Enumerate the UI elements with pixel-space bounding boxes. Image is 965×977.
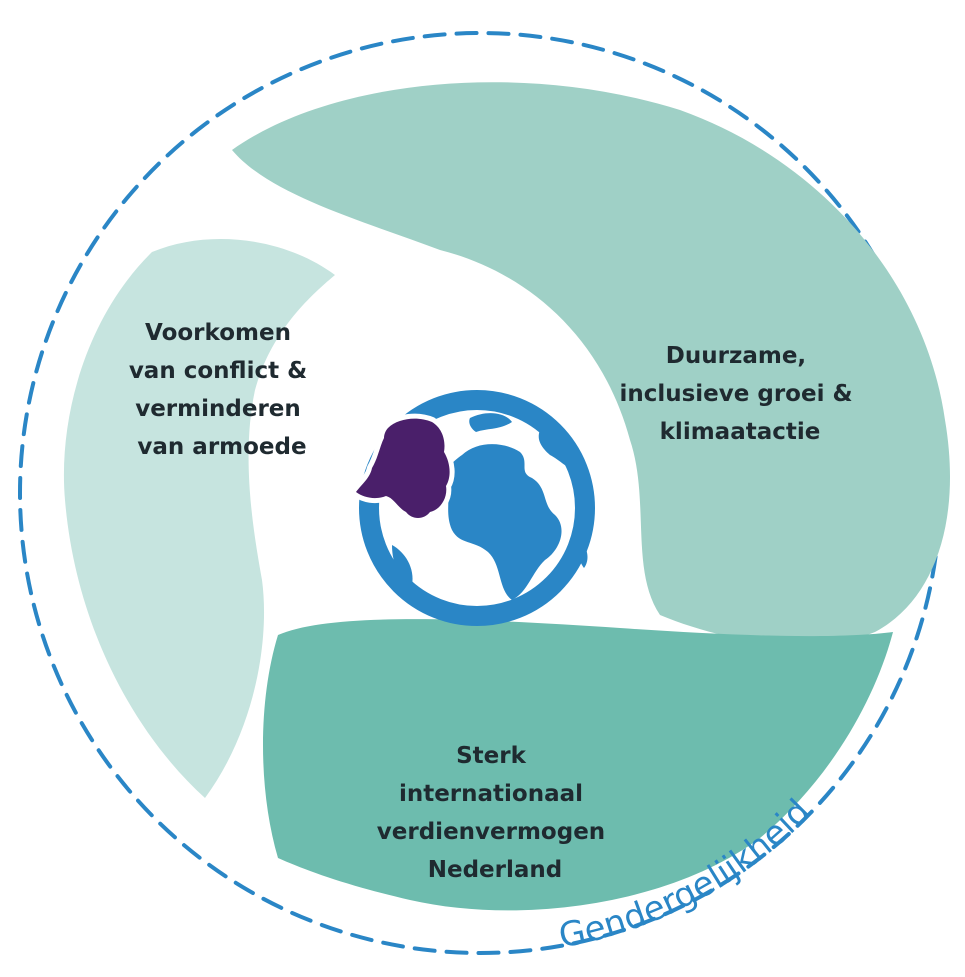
segment-right-line: klimaatactie — [660, 419, 821, 445]
segment-left-line: verminderen — [135, 396, 301, 422]
segment-right-label: Duurzame, inclusieve groei & klimaatacti… — [619, 343, 860, 445]
segment-left-shape — [63, 238, 336, 798]
segment-left-line: van conflict & — [129, 358, 307, 384]
segment-right-shape — [232, 82, 951, 645]
segment-left-label: Voorkomen van conflict & verminderen van… — [129, 320, 315, 460]
segment-left-line: van armoede — [137, 434, 306, 460]
segment-bottom-line: internationaal — [399, 781, 583, 807]
segment-right-line: inclusieve groei & — [619, 381, 852, 407]
netherlands-map-icon — [351, 413, 455, 523]
segment-bottom-line: Sterk — [456, 743, 527, 769]
segment-bottom-shape — [263, 619, 893, 911]
segment-right-line: Duurzame, — [666, 343, 806, 369]
segment-bottom-line: Nederland — [428, 857, 563, 883]
segment-left-line: Voorkomen — [145, 320, 291, 346]
segment-bottom-line: verdienvermogen — [377, 819, 605, 845]
segment-bottom-label: Sterk internationaal verdienvermogen Ned… — [377, 743, 613, 883]
